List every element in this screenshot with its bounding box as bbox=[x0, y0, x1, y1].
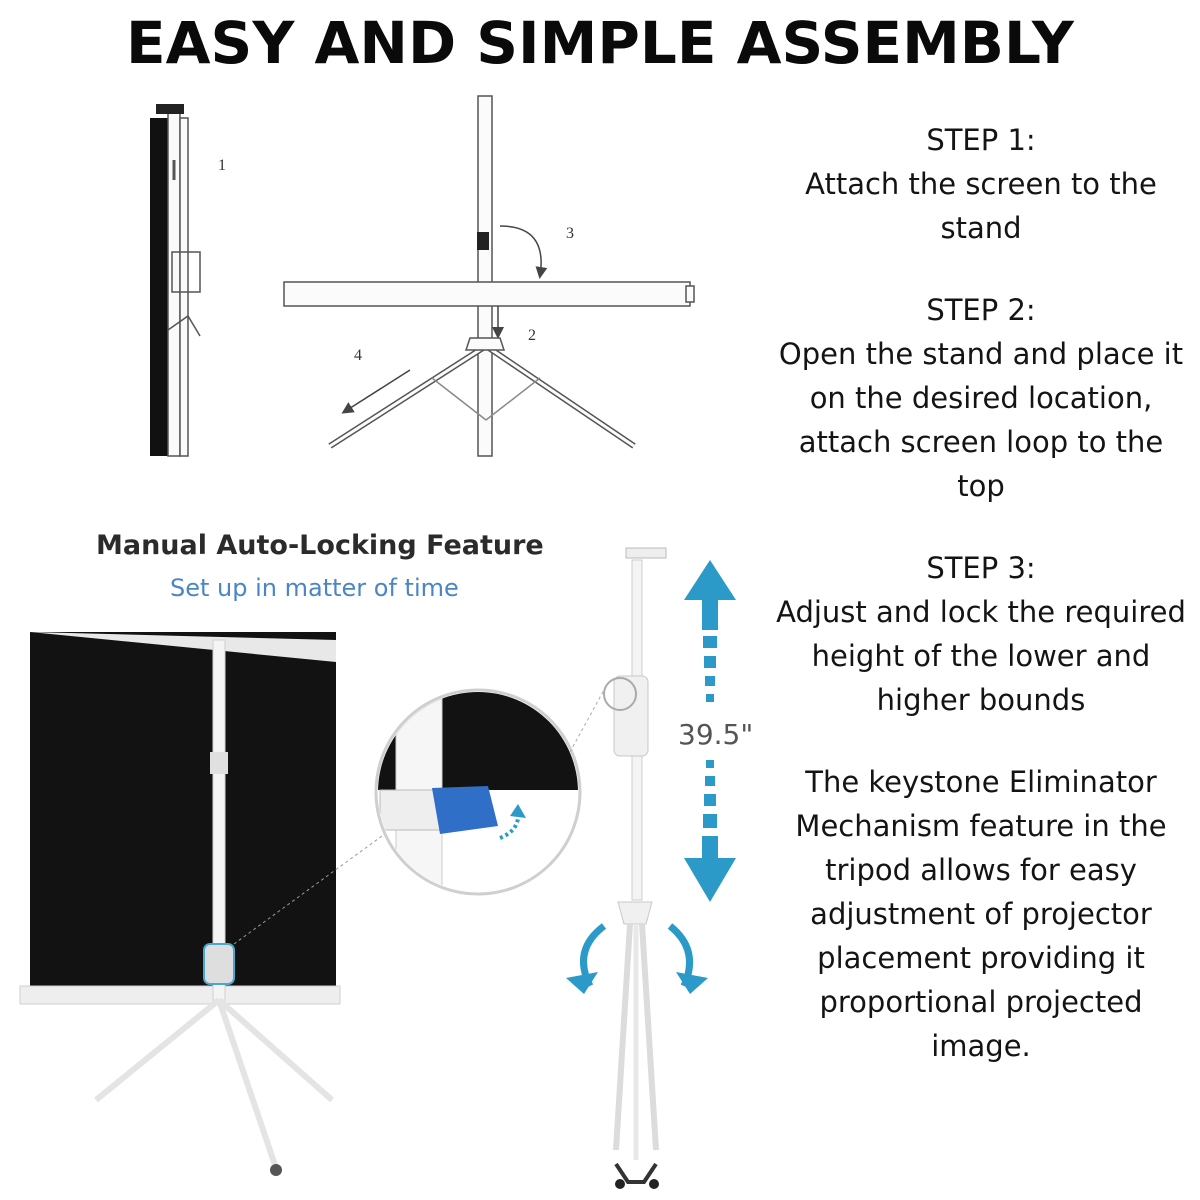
measurement-arrows: 39.5" bbox=[566, 560, 753, 994]
tripod-assembly-figure: 3 2 4 bbox=[283, 95, 695, 457]
label-1: 1 bbox=[218, 157, 226, 174]
rotate-right-arrow-icon bbox=[676, 972, 708, 994]
step-1: STEP 1: Attach the screen to the stand bbox=[776, 118, 1186, 250]
label-4: 4 bbox=[354, 347, 362, 364]
keystone-note-text: The keystone Eliminator Mechanism featur… bbox=[795, 765, 1167, 1063]
up-arrow-icon bbox=[684, 560, 736, 600]
step-2-text: Open the stand and place it on the desir… bbox=[778, 337, 1184, 503]
height-measurement: 39.5" bbox=[678, 718, 753, 751]
feature-subtitle: Set up in matter of time bbox=[170, 574, 459, 602]
down-arrow-icon bbox=[684, 858, 736, 902]
feature-title: Manual Auto-Locking Feature bbox=[96, 530, 544, 561]
step-3: STEP 3: Adjust and lock the required hei… bbox=[776, 546, 1186, 722]
label-3: 3 bbox=[566, 225, 574, 242]
instructions-panel: STEP 1: Attach the screen to the stand S… bbox=[776, 118, 1186, 1106]
step-3-text: Adjust and lock the required height of t… bbox=[776, 595, 1186, 717]
step-3-heading: STEP 3: bbox=[926, 551, 1036, 585]
height-adjust-figure bbox=[603, 547, 667, 1189]
folded-screen-figure: 1 bbox=[150, 104, 226, 457]
screen-photo bbox=[19, 632, 383, 1176]
step-2-heading: STEP 2: bbox=[926, 293, 1036, 327]
page-title: EASY AND SIMPLE ASSEMBLY bbox=[126, 9, 1074, 77]
rotate-left-arrow-icon bbox=[566, 972, 598, 994]
label-2: 2 bbox=[528, 327, 536, 344]
keystone-note: The keystone Eliminator Mechanism featur… bbox=[776, 760, 1186, 1068]
step-1-text: Attach the screen to the stand bbox=[805, 167, 1157, 245]
step-2: STEP 2: Open the stand and place it on t… bbox=[776, 288, 1186, 508]
step-1-heading: STEP 1: bbox=[926, 123, 1036, 157]
lock-zoom-circle bbox=[374, 688, 605, 896]
